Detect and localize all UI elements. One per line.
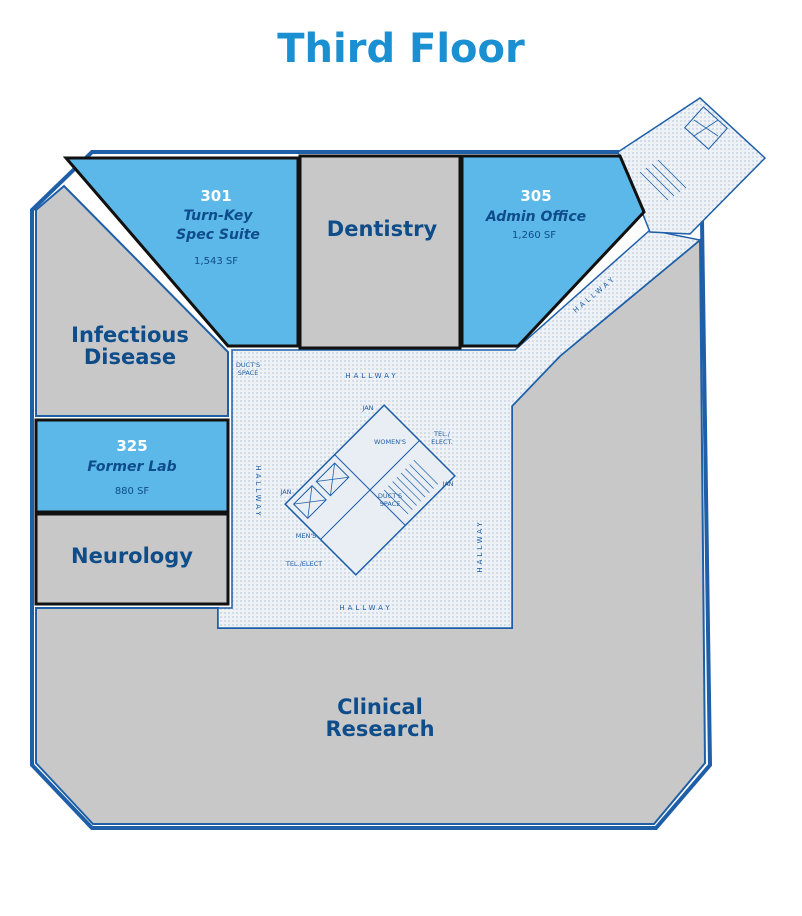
clinical-research-label-line2: Research <box>325 717 434 741</box>
suite-305[interactable] <box>460 154 646 348</box>
infectious-disease-label-line1: Infectious <box>71 323 189 347</box>
page-title: Third Floor <box>277 26 525 72</box>
neurology-label: Neurology <box>71 544 193 568</box>
stair-tower <box>617 97 767 235</box>
stair-tower-elevator <box>684 106 728 150</box>
neurology-area <box>34 512 230 606</box>
suite-325-number: 325 <box>116 437 147 455</box>
duct-space-label-2a: DUCT'S <box>378 492 402 500</box>
suite-301-name-line1: Turn-Key <box>183 208 253 224</box>
tel-elect-label: TEL./ELECT <box>285 560 322 568</box>
suite-305-number: 305 <box>520 187 551 205</box>
duct-space-label-1b: SPACE <box>238 369 259 377</box>
suite-325-name: Former Lab <box>87 459 176 475</box>
core-block <box>284 404 456 576</box>
suite-305-name: Admin Office <box>485 209 586 225</box>
elect-label: ELECT. <box>431 438 453 446</box>
jan-label-2: JAN <box>279 488 291 496</box>
hallway-label-bottom: HALLWAY <box>339 604 392 612</box>
suite-301-size: 1,543 SF <box>194 256 238 267</box>
tel-label: TEL./ <box>433 430 451 438</box>
infectious-disease-label-line2: Disease <box>84 345 176 369</box>
womens-label: WOMEN'S <box>374 438 406 446</box>
suite-301-number: 301 <box>200 187 231 205</box>
suite-301[interactable] <box>62 156 300 348</box>
duct-space-label-1a: DUCT'S <box>236 361 260 369</box>
clinical-research-label-line1: Clinical <box>337 695 423 719</box>
suite-325[interactable] <box>34 418 230 514</box>
hallway-label-top: HALLWAY <box>345 372 398 380</box>
hallway-label-right: HALLWAY <box>476 519 484 572</box>
hallway-label-left: HALLWAY <box>254 465 262 518</box>
suite-301-name-line2: Spec Suite <box>176 227 260 243</box>
jan-label-3: JAN <box>441 480 453 488</box>
suite-325-size: 880 SF <box>115 486 150 497</box>
jan-label-1: JAN <box>361 404 373 412</box>
infectious-disease-area <box>35 184 229 417</box>
suite-305-size: 1,260 SF <box>512 230 556 241</box>
dentistry-area <box>298 154 462 350</box>
dentistry-label: Dentistry <box>327 217 438 241</box>
duct-space-label-2b: SPACE <box>380 500 401 508</box>
stair-tower-steps <box>639 159 687 201</box>
mens-label: MEN'S <box>296 532 317 540</box>
